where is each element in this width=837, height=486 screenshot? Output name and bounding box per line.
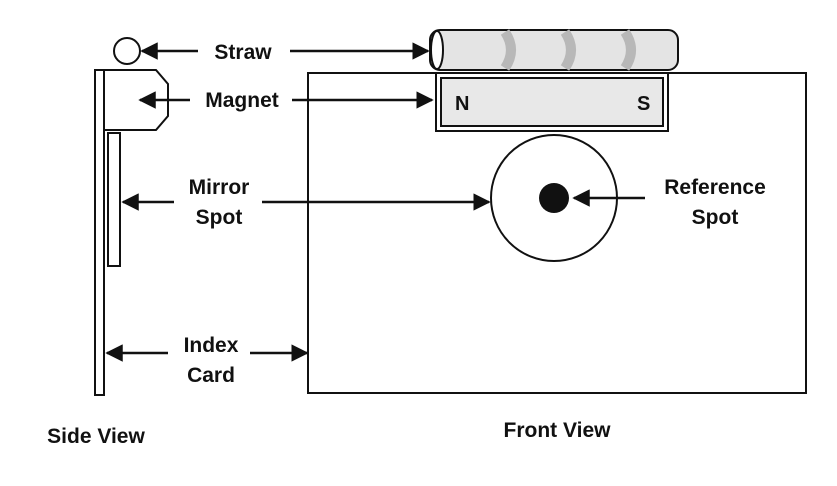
mirror-spot-label-line2: Spot (196, 206, 243, 229)
straw-front (429, 29, 679, 71)
magnet-front: N S (435, 72, 669, 132)
index-card-label-line1: Index (184, 334, 239, 357)
index-card-side-profile (94, 69, 105, 396)
straw-side-profile (113, 37, 141, 65)
front-view: N S (307, 29, 807, 394)
reference-spot-label-line1: Reference (664, 176, 766, 199)
mirror-side-profile (107, 132, 121, 267)
mirror-spot-label-line1: Mirror (189, 176, 250, 199)
south-pole-label: S (637, 93, 650, 115)
side-view-caption: Side View (47, 425, 145, 448)
reference-spot-dot (539, 183, 569, 213)
north-pole-label: N (455, 93, 469, 115)
straw-label: Straw (214, 41, 272, 64)
side-view (94, 37, 169, 396)
leader-arrows (105, 42, 645, 362)
magnet-label: Magnet (205, 89, 279, 112)
front-view-caption: Front View (504, 419, 612, 442)
magnet-side-profile (103, 69, 169, 131)
index-card-label-line2: Card (187, 364, 235, 387)
reference-spot-label-line2: Spot (692, 206, 739, 229)
